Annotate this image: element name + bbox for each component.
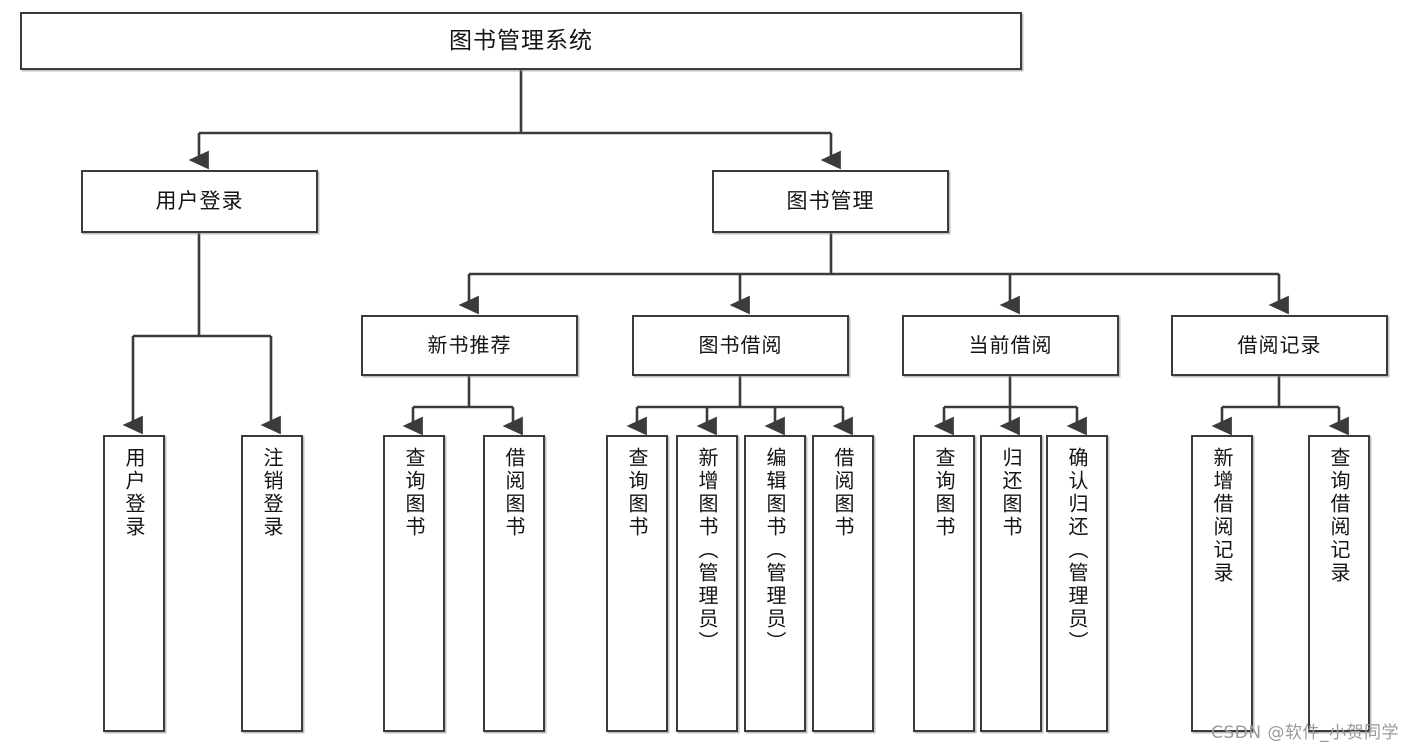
leaf-label: 借阅图书 [831,447,855,539]
leaf-current-borrow-query-book[interactable]: 查询图书 [913,435,975,732]
leaf-label: 确认归还（管理员） [1065,447,1089,654]
leaf-label: 新增借阅记录 [1210,447,1234,585]
leaf-label: 查询图书 [402,447,426,539]
node-user-login[interactable]: 用户登录 [81,170,318,233]
leaf-book-borrow-query-book[interactable]: 查询图书 [606,435,668,732]
leaf-borrow-record-query-record[interactable]: 查询借阅记录 [1308,435,1370,732]
node-book-borrowing[interactable]: 图书借阅 [632,315,849,376]
leaf-label: 查询图书 [932,447,956,539]
leaf-book-borrow-edit-book-admin[interactable]: 编辑图书（管理员） [744,435,806,732]
leaf-label: 注销登录 [260,447,284,539]
leaf-current-borrow-return-book[interactable]: 归还图书 [980,435,1042,732]
leaf-label: 查询图书 [625,447,649,539]
leaf-label: 归还图书 [999,447,1023,539]
leaf-label: 查询借阅记录 [1327,447,1351,585]
node-borrowing-record[interactable]: 借阅记录 [1171,315,1388,376]
leaf-label: 新增图书（管理员） [695,447,719,654]
node-root-library-management-system[interactable]: 图书管理系统 [20,12,1022,70]
leaf-book-borrow-add-book-admin[interactable]: 新增图书（管理员） [676,435,738,732]
node-current-borrowing[interactable]: 当前借阅 [902,315,1119,376]
leaf-new-book-borrow-book[interactable]: 借阅图书 [483,435,545,732]
leaf-current-borrow-confirm-return-admin[interactable]: 确认归还（管理员） [1046,435,1108,732]
csdn-watermark: CSDN @软件_小贺同学 [1211,723,1399,743]
leaf-book-borrow-borrow-book[interactable]: 借阅图书 [812,435,874,732]
leaf-label: 编辑图书（管理员） [763,447,787,654]
node-new-book-recommendation[interactable]: 新书推荐 [361,315,578,376]
leaf-user-login-login[interactable]: 用户登录 [103,435,165,732]
leaf-new-book-query-book[interactable]: 查询图书 [383,435,445,732]
leaf-label: 用户登录 [122,447,146,539]
leaf-label: 借阅图书 [502,447,526,539]
node-book-management[interactable]: 图书管理 [712,170,949,233]
leaf-user-login-logout[interactable]: 注销登录 [241,435,303,732]
leaf-borrow-record-add-record[interactable]: 新增借阅记录 [1191,435,1253,732]
